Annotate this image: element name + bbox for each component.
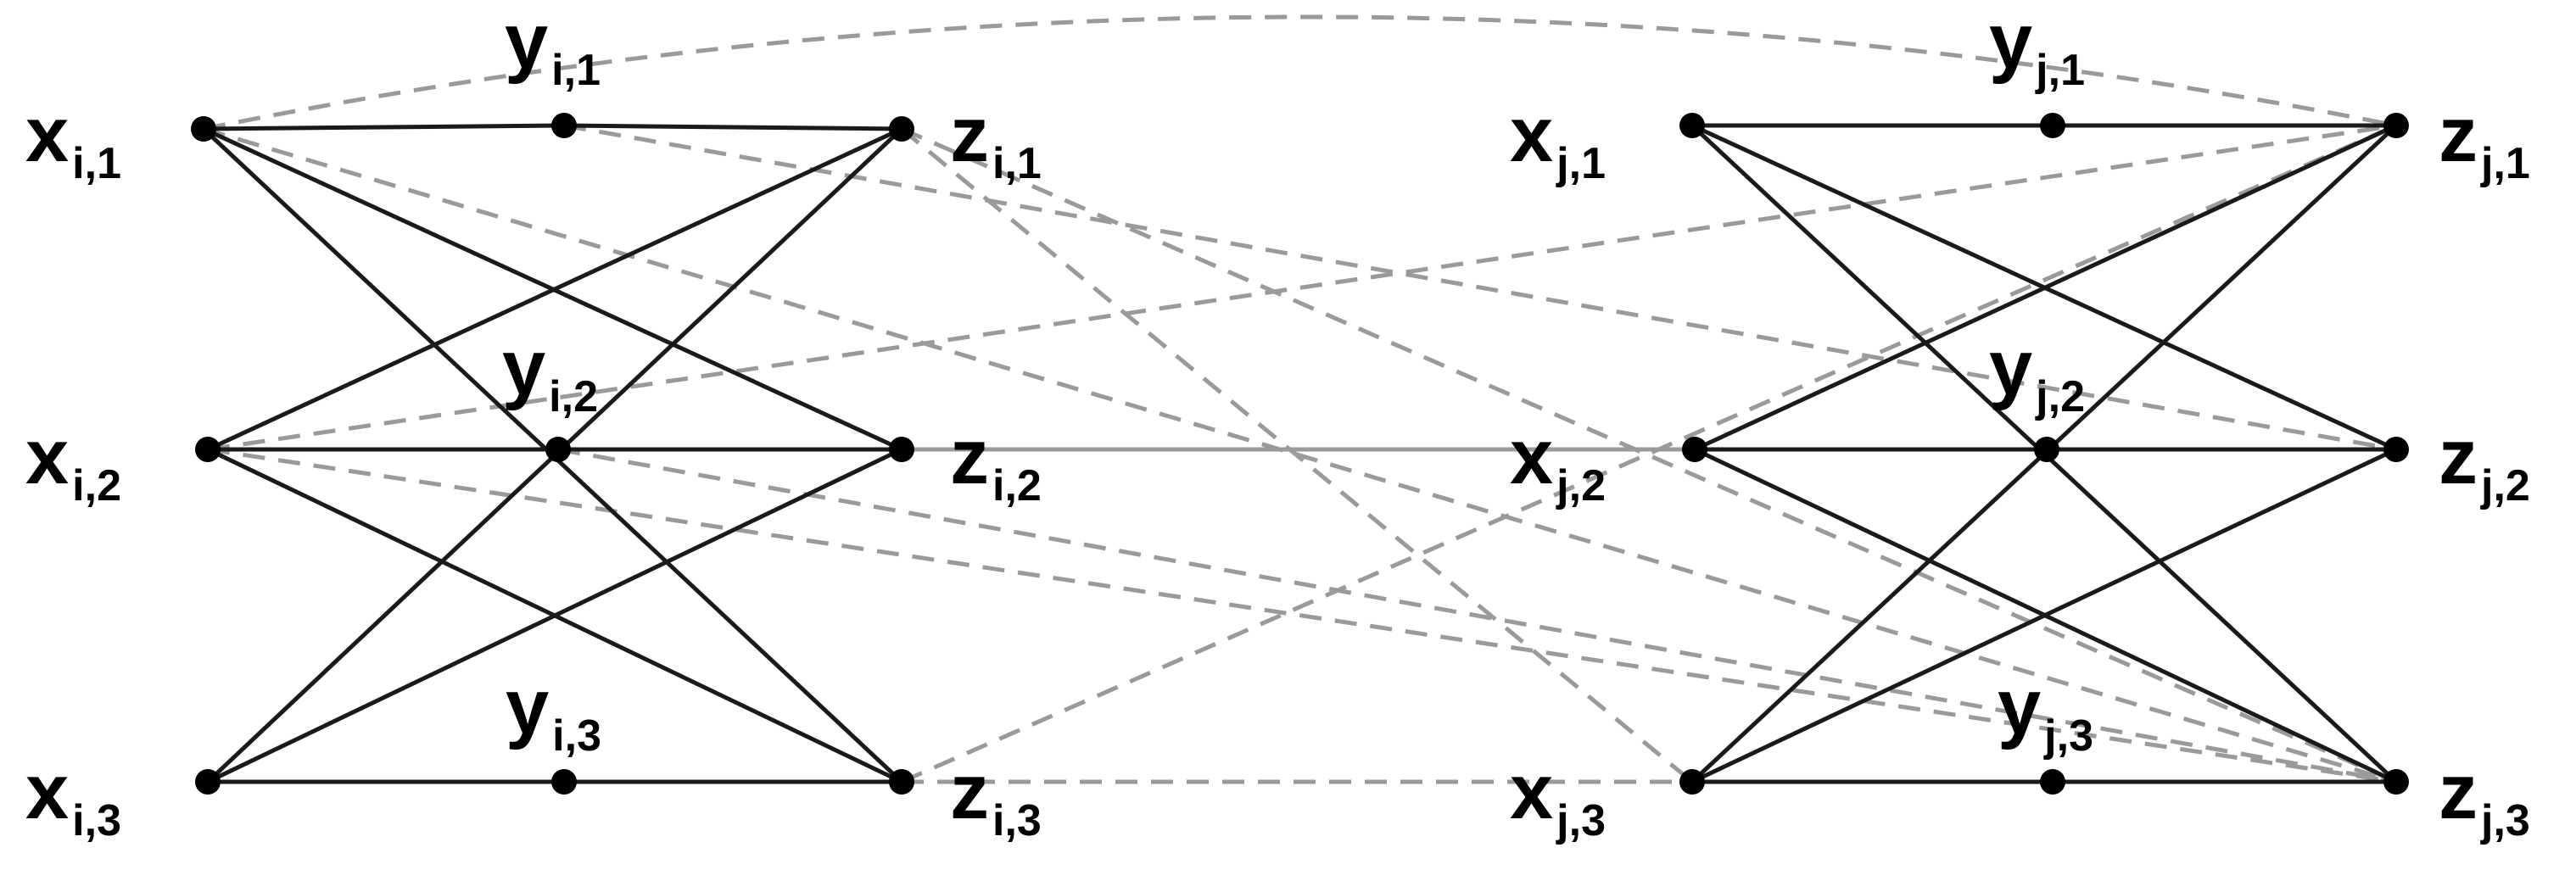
solid-edge-yi1-zi1	[563, 123, 902, 131]
dashed-edge-zi3-zj1	[900, 123, 2398, 784]
label-subscript: j,1	[2035, 46, 2085, 95]
label-variable: z	[2439, 749, 2478, 835]
label-subscript: i,1	[72, 139, 121, 188]
label-variable: y	[1998, 664, 2041, 750]
solid-edge-xj3-zj2	[1690, 447, 2398, 784]
node-label-xj2: xj,2	[1510, 414, 1606, 510]
dashed-edge-yi1-zj2	[563, 123, 2397, 452]
node-zj1	[2383, 113, 2409, 138]
dashed-edge-xi2-zj1	[207, 123, 2397, 452]
label-subscript: i,2	[549, 372, 598, 421]
label-subscript: i,3	[552, 711, 601, 761]
label-variable: y	[502, 325, 545, 411]
label-subscript: j,3	[1556, 796, 1606, 845]
dashed-edges	[203, 14, 2398, 784]
label-variable: x	[25, 92, 69, 178]
node-label-zj1: zj,1	[2439, 92, 2530, 188]
node-zi3	[889, 769, 914, 795]
label-variable: x	[25, 414, 69, 500]
label-variable: x	[1510, 414, 1553, 500]
label-variable: x	[1510, 92, 1553, 178]
node-label-yi1: yi,1	[505, 0, 601, 95]
label-subscript: j,1	[2480, 139, 2530, 188]
dashed-edge-xi2-zj3	[207, 447, 2397, 784]
node-yj3	[2040, 769, 2065, 795]
node-yi3	[551, 769, 577, 795]
node-label-xj1: xj,1	[1510, 92, 1606, 188]
node-label-xj3: xj,3	[1510, 749, 1606, 845]
node-xj2	[1682, 437, 1707, 462]
label-variable: z	[950, 92, 989, 178]
label-variable: z	[950, 749, 989, 835]
label-variable: z	[2439, 414, 2478, 500]
node-xj1	[1679, 113, 1705, 138]
solid-edge-xi3-zi2	[206, 447, 903, 784]
node-label-yj2: yj,2	[1989, 325, 2085, 421]
solid-edge-xj2-zj1	[1693, 123, 2398, 452]
label-subscript: j,2	[2480, 461, 2530, 510]
node-xi1	[191, 116, 216, 142]
node-label-zj3: zj,3	[2439, 749, 2530, 845]
solid-edge-xi1-yi1	[203, 123, 565, 131]
node-xj3	[1679, 769, 1705, 795]
label-variable: y	[505, 0, 548, 85]
node-label-xi2: xi,2	[25, 414, 121, 510]
nodes	[191, 113, 2409, 795]
node-label-yj3: yj,3	[1998, 664, 2093, 761]
label-variable: x	[1510, 749, 1553, 835]
node-yj2	[2034, 437, 2059, 462]
label-variable: y	[1989, 0, 2032, 85]
label-variable: z	[950, 414, 989, 500]
node-label-xi1: xi,1	[25, 92, 121, 188]
node-yi1	[551, 113, 577, 138]
node-xi2	[195, 437, 221, 462]
node-xi3	[195, 769, 221, 795]
label-subscript: j,1	[1556, 139, 1606, 188]
node-label-zi1: zi,1	[950, 92, 1042, 188]
node-zi2	[889, 437, 914, 462]
label-subscript: i,3	[992, 796, 1042, 845]
dashed-edge-yi2-zj3	[557, 447, 2397, 784]
node-zj3	[2383, 769, 2409, 795]
node-label-yj1: yj,1	[1989, 0, 2085, 95]
label-subscript: j,2	[1556, 461, 1606, 510]
label-subscript: j,3	[2480, 796, 2530, 845]
label-subscript: i,2	[992, 461, 1042, 510]
label-variable: z	[2439, 92, 2478, 178]
node-label-xi3: xi,3	[25, 749, 121, 845]
node-label-zi2: zi,2	[950, 414, 1042, 510]
label-subscript: j,3	[2043, 711, 2093, 761]
node-label-yi2: yi,2	[502, 325, 598, 421]
node-label-zj2: zj,2	[2439, 414, 2530, 510]
node-label-yi3: yi,3	[506, 664, 601, 761]
dashed-edge-zi1-zj3	[900, 126, 2398, 784]
label-subscript: j,2	[2035, 372, 2085, 421]
label-variable: y	[506, 664, 549, 750]
node-zi1	[889, 116, 914, 142]
node-yi2	[545, 437, 571, 462]
label-variable: x	[25, 749, 69, 835]
label-subscript: i,2	[72, 461, 121, 510]
solid-edge-xi2-zi1	[206, 126, 903, 452]
label-subscript: i,3	[72, 796, 121, 845]
node-zj2	[2383, 437, 2409, 462]
dashed-edge-zi1-xj3	[900, 127, 1694, 784]
label-subscript: i,1	[551, 46, 601, 95]
dashed-edge-xi1-zj1	[203, 14, 2397, 131]
node-labels: xi,1xi,2xi,3yi,1yi,2yi,3zi,1zi,2zi,3xj,1…	[25, 0, 2530, 845]
label-subscript: i,1	[992, 139, 1042, 188]
node-label-zi3: zi,3	[950, 749, 1042, 845]
node-yj1	[2040, 113, 2065, 138]
label-variable: y	[1989, 325, 2032, 411]
